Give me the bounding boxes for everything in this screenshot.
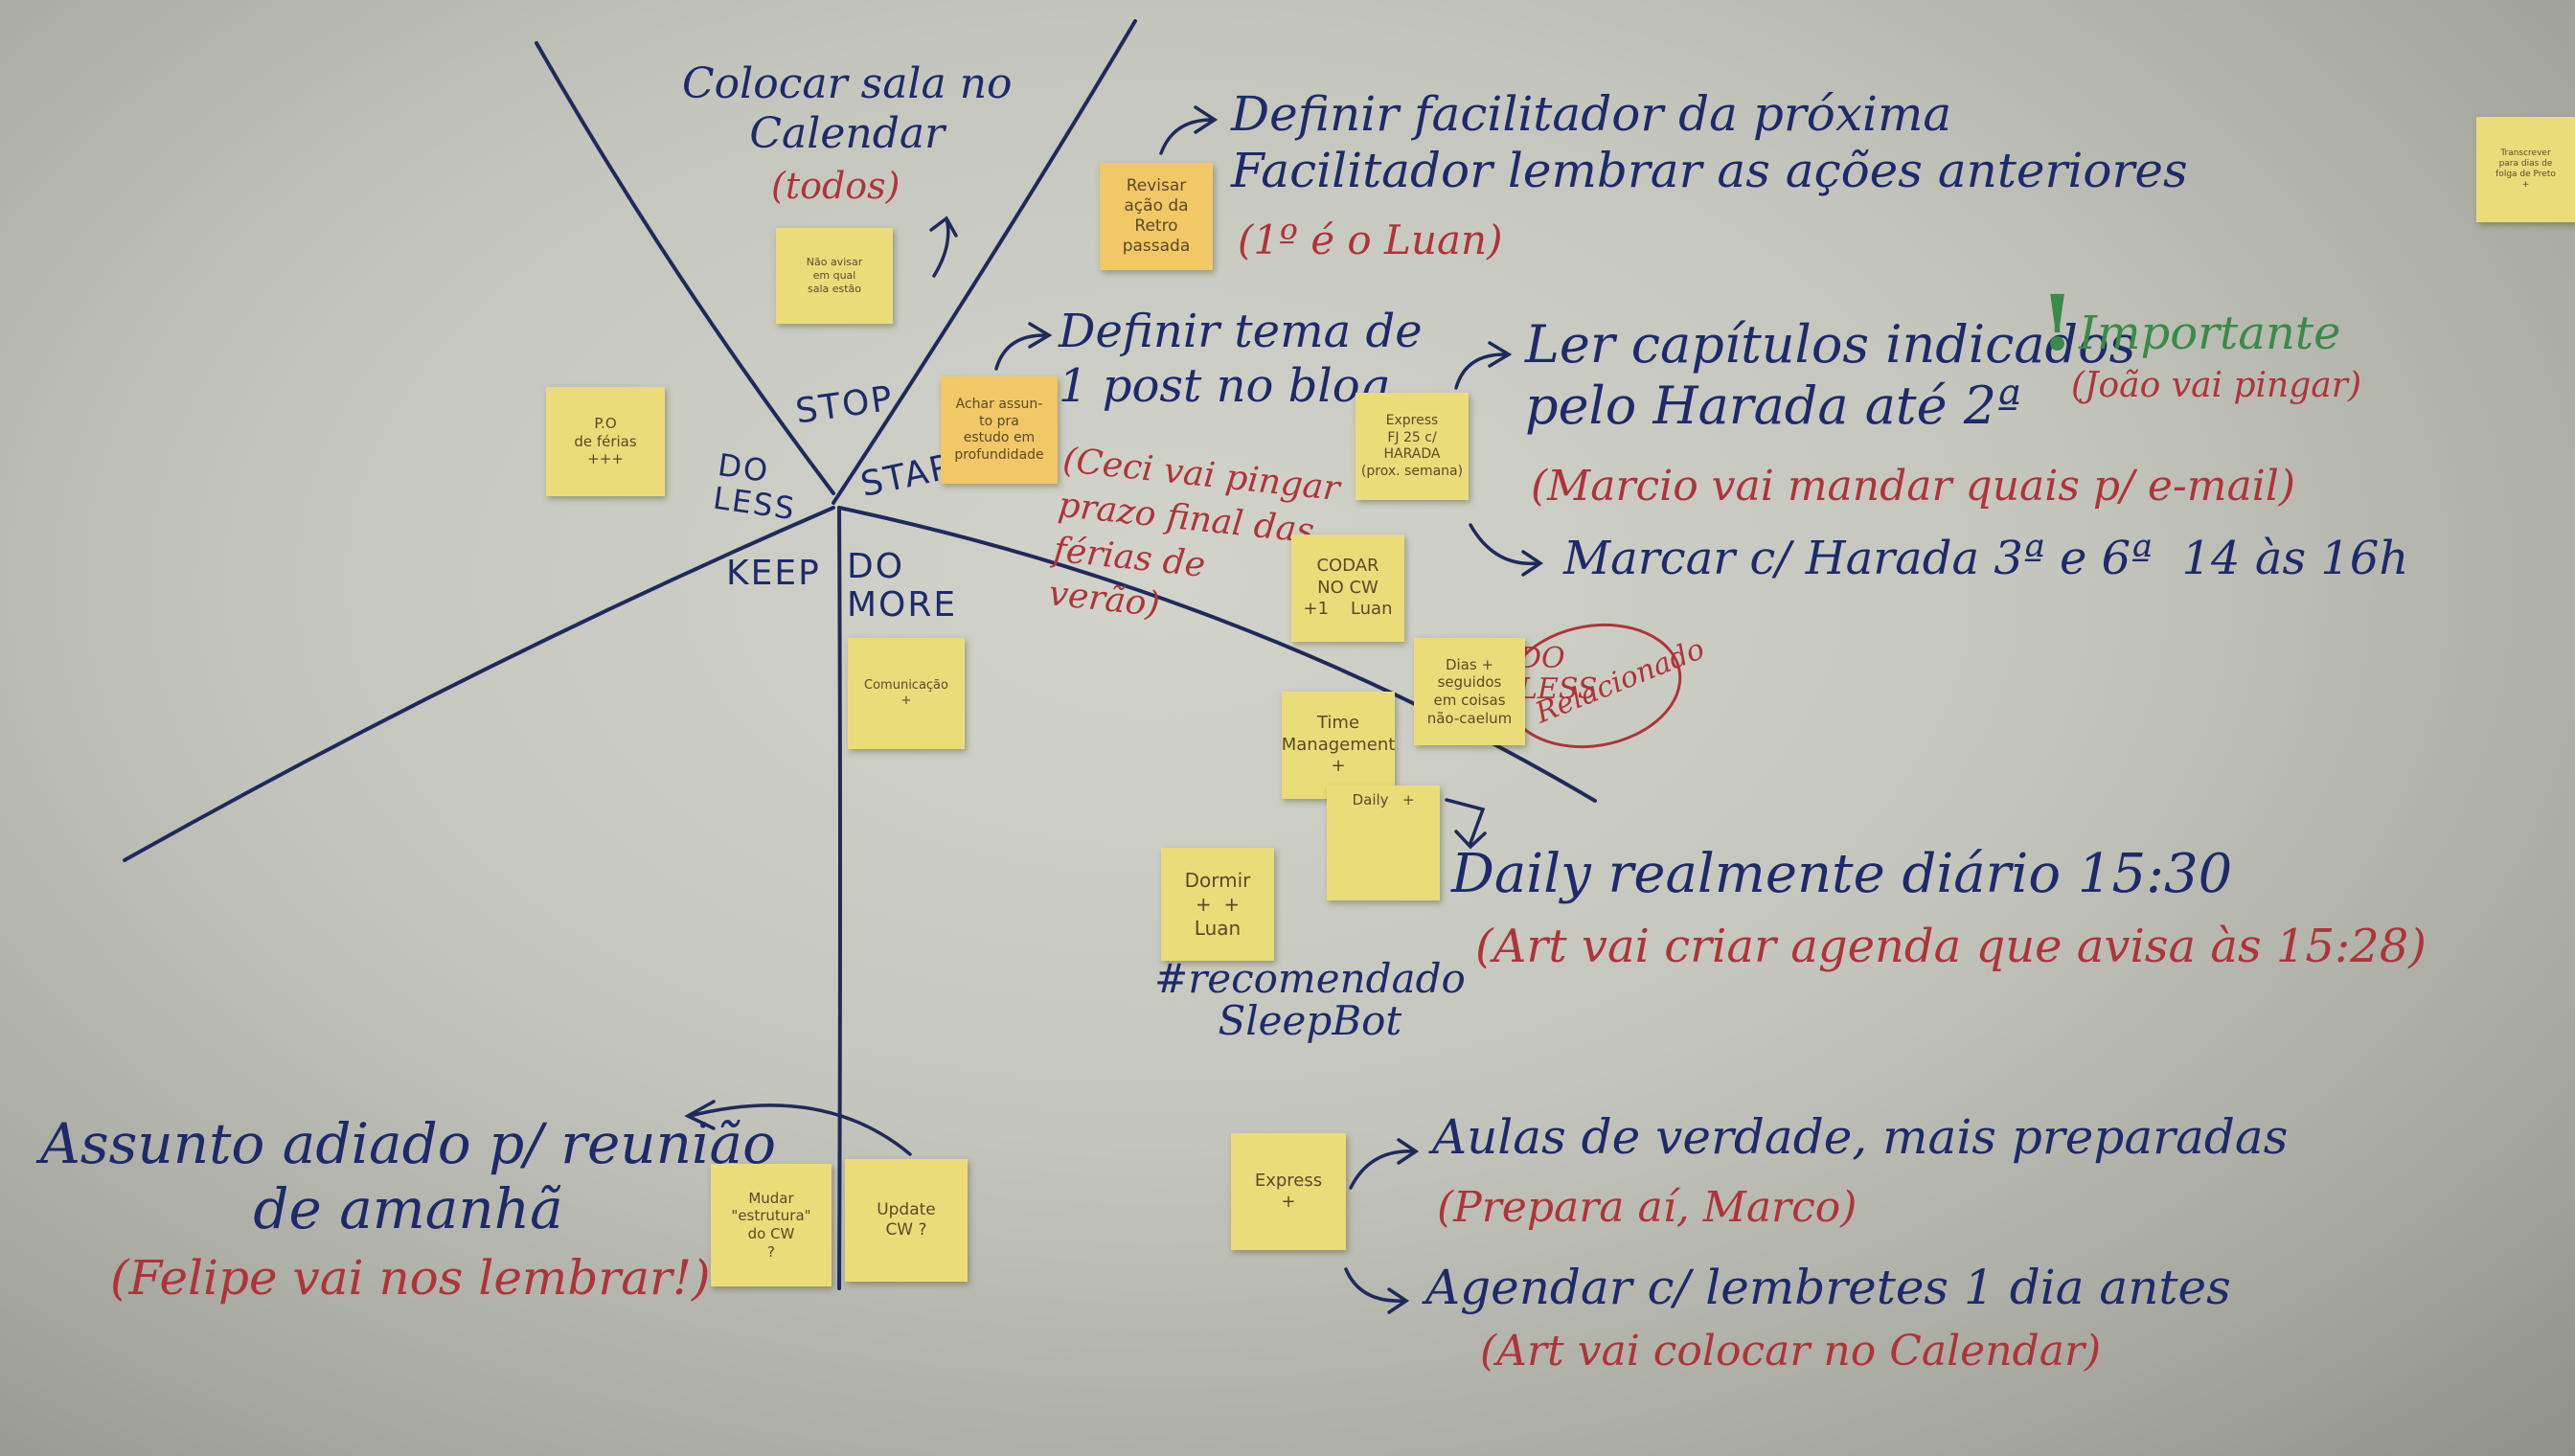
arrow-chapters-icon	[1454, 341, 1513, 390]
reminders-text: Agendar c/ lembretes 1 dia antes	[1425, 1260, 2231, 1315]
arrow-harada-icon	[1469, 523, 1544, 577]
sticky-note-time-management[interactable]: Time Management +	[1282, 692, 1395, 799]
chapters-text: Ler capítulos indicados pelo Harada até …	[1525, 314, 2136, 436]
important-text: Importante	[2079, 307, 2341, 360]
important-mark: !	[2040, 278, 2075, 368]
reminders-owner: (Art vai colocar no Calendar)	[1480, 1327, 2102, 1376]
sticky-note-review-last[interactable]: Revisar ação da Retro passada	[1100, 163, 1213, 270]
important-owner: (João vai pingar)	[2071, 366, 2361, 405]
sticky-note-code-cw[interactable]: CODAR NO CW +1 Luan	[1291, 535, 1404, 642]
label-do-more: DO MORE	[847, 547, 958, 625]
arrow-daily-icon	[1445, 798, 1487, 850]
postponed-text: Assunto adiado p/ reunião de amanhã	[40, 1111, 777, 1242]
chapters-owner: (Marcio vai mandar quais p/ e-mail)	[1531, 462, 2296, 511]
facilitator-owner: (1º é o Luan)	[1238, 216, 1503, 263]
arrow-postponed-icon	[684, 1100, 912, 1156]
arrow-classes-icon	[1349, 1138, 1420, 1190]
label-do-less: DO LESS	[711, 446, 799, 528]
postponed-owner: (Felipe vai nos lembrar!)	[110, 1250, 711, 1306]
classes-owner: (Prepara aí, Marco)	[1437, 1183, 1857, 1232]
sticky-note-express-harada[interactable]: Express FJ 25 c/ HARADA (prox. semana)	[1356, 393, 1469, 500]
daily-text: Daily realmente diário 15:30	[1451, 843, 2233, 905]
post-theme-text: Definir tema de 1 post no blog	[1059, 305, 1423, 413]
axis-center-down	[837, 506, 842, 1290]
sticky-note-communication[interactable]: Comunicação +	[848, 638, 965, 749]
sticky-note-far-right[interactable]: Transcrever para dias de folga de Preto …	[2476, 117, 2575, 222]
calendar-owner: (todos)	[771, 165, 900, 207]
axis-stop-right	[832, 19, 1137, 505]
daily-owner: (Art vai criar agenda que avisa às 15:28…	[1475, 920, 2427, 973]
sticky-note-sleep[interactable]: Dormir + + Luan	[1161, 848, 1274, 961]
sticky-note-po-vacation[interactable]: P.O de férias +++	[546, 387, 665, 496]
classes-text: Aulas de verdade, mais preparadas	[1432, 1109, 2289, 1165]
axis-stop-left	[535, 41, 835, 495]
schedule-harada-text: Marcar c/ Harada 3ª e 6ª 14 às 16h	[1563, 532, 2409, 585]
arrow-post-icon	[994, 322, 1053, 371]
arrow-facilitator-icon	[1159, 105, 1219, 155]
sticky-note-daily[interactable]: Daily +	[1327, 785, 1440, 900]
sleepbot-text: #recomendado SleepBot	[1154, 955, 1466, 1045]
sticky-note-express[interactable]: Express +	[1231, 1133, 1346, 1250]
facilitator-text: Definir facilitador da próxima Facilitad…	[1231, 86, 2188, 198]
arrow-calendar-icon	[929, 216, 958, 278]
label-keep: KEEP	[726, 554, 821, 593]
sticky-note-research-topic[interactable]: Achar assun- to pra estudo em profundida…	[941, 376, 1058, 484]
arrow-reminders-icon	[1344, 1267, 1410, 1314]
sticky-note-update-cw[interactable]: Update CW ?	[845, 1159, 968, 1282]
axis-keep	[123, 506, 835, 862]
sticky-note-room-warning[interactable]: Não avisar em qual sala estão	[776, 228, 893, 324]
sticky-note-change-structure[interactable]: Mudar "estrutura" do CW ?	[711, 1164, 832, 1286]
sticky-note-days-other[interactable]: Dias + seguidos em coisas não-caelum	[1414, 638, 1525, 745]
calendar-text: Colocar sala no Calendar	[682, 59, 1013, 158]
do-less-tag: DO LESS	[1518, 642, 1598, 706]
